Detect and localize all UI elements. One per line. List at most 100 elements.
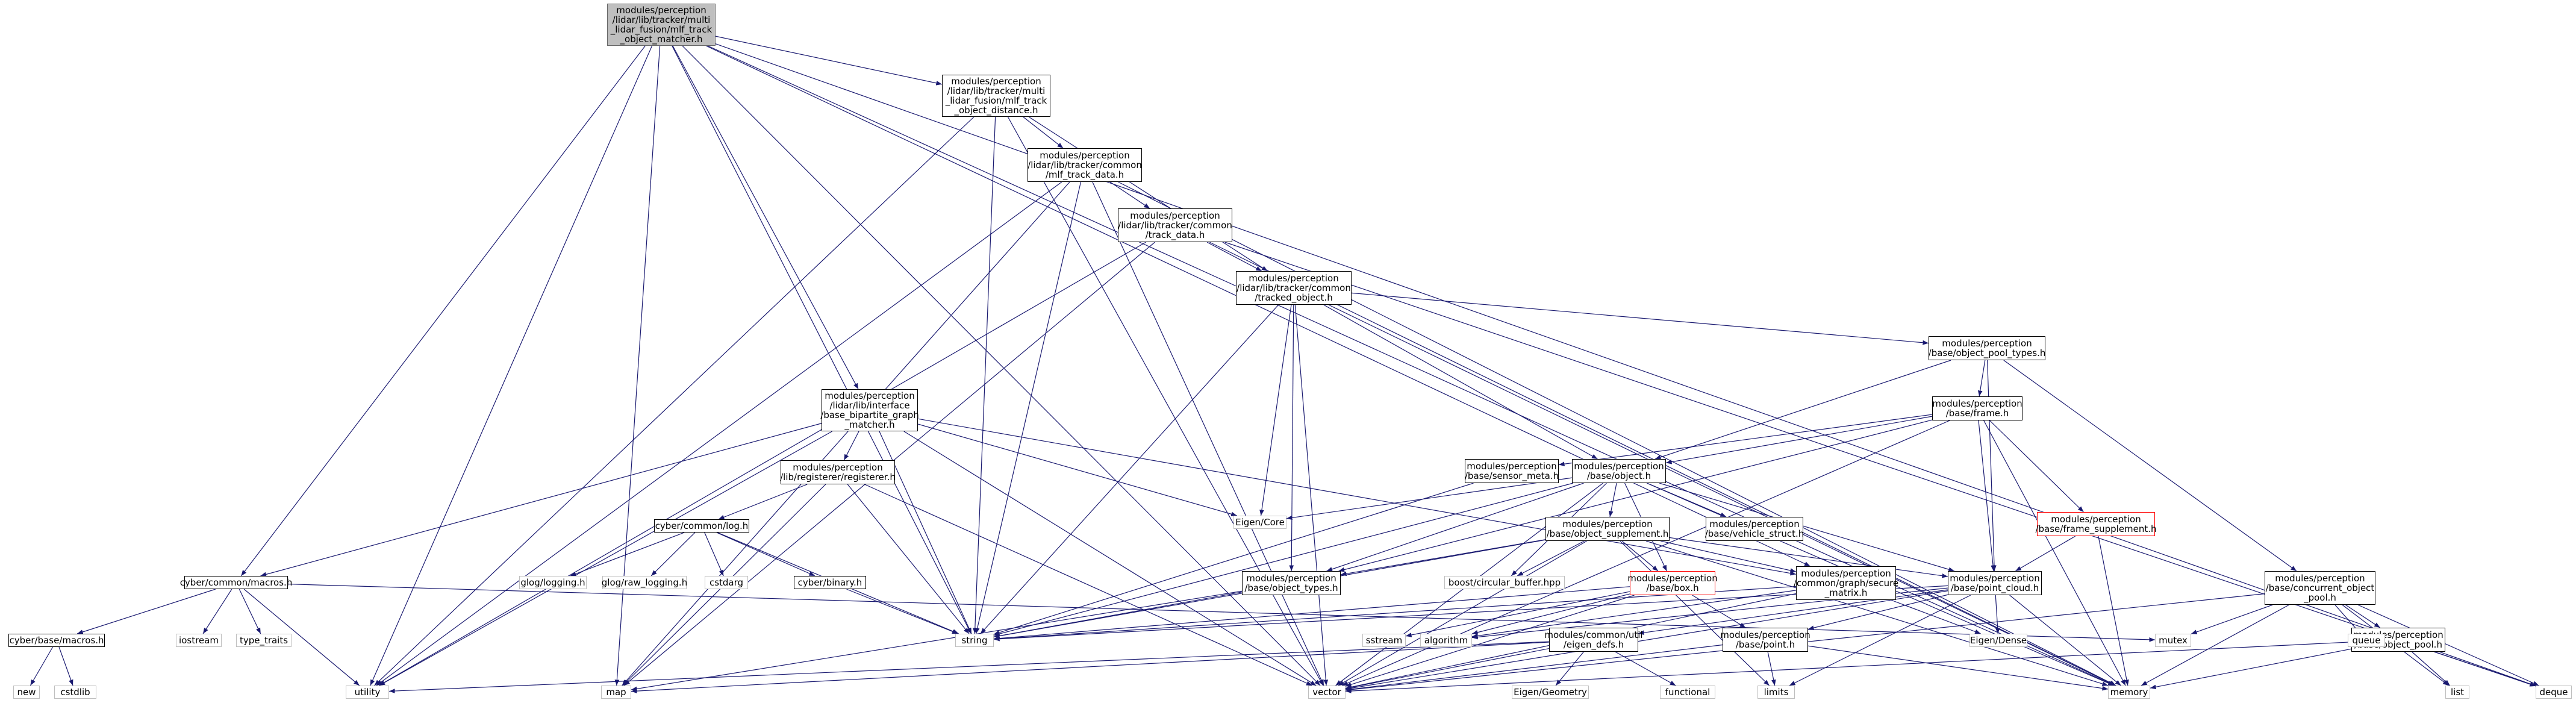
edge-registerer-to-log	[718, 484, 808, 520]
node-object[interactable]: modules/perception /base/object.h	[1572, 459, 1666, 483]
edge-sensormeta-to-string	[993, 483, 1474, 635]
edge-registerer-to-string	[847, 484, 970, 634]
node-typetraits: type_traits	[236, 634, 292, 647]
edge-cybermacros-to-mutex	[287, 583, 2156, 642]
node-vehicle[interactable]: modules/perception /base/vehicle_struct.…	[1705, 517, 1804, 541]
edge-trackdata-to-deque	[1224, 242, 2536, 687]
edge-objsupp-to-memory	[1645, 540, 2109, 686]
edge-framesupp-to-pointcloud	[2015, 536, 2076, 572]
edge-objsupp-to-box	[1621, 540, 1659, 572]
edge-distance-to-mlftrackdata	[1023, 116, 1064, 149]
edge-box-to-vector	[1345, 595, 1635, 687]
edge-distance-to-utility	[374, 116, 975, 686]
edge-eigendefs-to-utility	[388, 641, 1550, 693]
node-objsupp[interactable]: modules/perception /base/object_suppleme…	[1545, 517, 1670, 541]
edge-root-to-map	[614, 45, 661, 686]
node-eigengeometry: Eigen/Geometry	[1512, 686, 1589, 699]
edge-tracked-to-vector	[1294, 304, 1329, 686]
node-new: new	[13, 686, 40, 699]
node-rawlog: glog/raw_logging.h	[601, 576, 688, 589]
node-cstdarg: cstdarg	[705, 576, 748, 589]
node-deque: deque	[2536, 686, 2572, 699]
node-mlftrackdata[interactable]: modules/perception /lidar/lib/tracker/co…	[1028, 148, 1142, 182]
edge-pointcloud-to-string	[993, 585, 1948, 642]
node-log[interactable]: cyber/common/log.h	[654, 519, 749, 533]
edge-tracked-to-string	[980, 304, 1279, 634]
edge-concurrent-to-mutex	[2191, 604, 2273, 634]
node-registerer[interactable]: modules/perception /lib/registerer/regis…	[780, 460, 896, 484]
edge-log-to-binary	[716, 532, 816, 576]
node-basemacros[interactable]: cyber/base/macros.h	[8, 634, 105, 647]
edge-objsupp-to-objtypes	[1340, 539, 1546, 576]
edge-objsupp-to-pointcloud	[1669, 537, 1948, 578]
edge-log-to-rawlog	[650, 532, 696, 576]
node-cybermacros[interactable]: cyber/common/macros.h	[179, 576, 293, 589]
edge-box-to-sstream	[1405, 591, 1630, 637]
node-box[interactable]: modules/perception /base/box.h	[1627, 571, 1718, 595]
edge-frame-to-pointcloud	[1978, 420, 1995, 572]
edge-frame-to-objtypes	[1338, 419, 1933, 572]
edge-frame-to-memory	[1983, 420, 2126, 686]
edge-framesupp-to-memory	[2098, 536, 2129, 686]
edge-eigendefs-to-vector	[1345, 648, 1550, 690]
node-bipartite[interactable]: modules/perception /lidar/lib/interface …	[820, 389, 919, 431]
edge-pointcloud-to-eigendefs	[1638, 589, 1948, 636]
node-frame[interactable]: modules/perception /base/frame.h	[1932, 396, 2022, 420]
edge-pointcloud-to-vector	[1345, 590, 1948, 691]
edge-object-to-objsupp	[1609, 483, 1617, 517]
edge-tracked-to-objtypes	[1289, 304, 1294, 572]
edge-root-to-utility	[370, 45, 653, 686]
edge-root-to-memory	[707, 45, 2115, 686]
edge-binary-to-string	[846, 589, 958, 634]
node-poolTypes[interactable]: modules/perception /base/object_pool_typ…	[1929, 336, 2045, 360]
edge-poolTypes-to-concurrent	[2003, 360, 2297, 572]
edge-box-to-point	[1692, 595, 1746, 628]
edge-concurrent-to-objpool	[2345, 604, 2381, 628]
node-root[interactable]: modules/perception /lidar/lib/tracker/mu…	[607, 4, 716, 46]
node-queue: queue	[2348, 634, 2385, 647]
node-point[interactable]: modules/perception /base/point.h	[1720, 628, 1810, 652]
edge-point-to-limits	[1767, 651, 1776, 686]
node-map: map	[601, 686, 631, 699]
node-pointcloud[interactable]: modules/perception /base/point_cloud.h	[1948, 571, 2042, 595]
node-string: string	[955, 634, 994, 647]
node-sstream: sstream	[1362, 634, 1406, 647]
edge-secure-to-algorithm	[1471, 590, 1797, 639]
edge-pointcloud-to-eigendense	[1995, 595, 2000, 634]
node-tracked[interactable]: modules/perception /lidar/lib/tracker/co…	[1236, 271, 1352, 305]
edge-bipartite-to-registerer	[843, 431, 859, 461]
node-framesupp[interactable]: modules/perception /base/frame_supplemen…	[2035, 512, 2157, 536]
node-concurrent[interactable]: modules/perception /base/concurrent_obje…	[2265, 571, 2375, 605]
edge-poolTypes-to-pointcloud	[1987, 360, 1997, 572]
edge-objpool-to-list	[2412, 651, 2451, 686]
node-binary[interactable]: cyber/binary.h	[794, 576, 866, 589]
node-circbuf: boost/circular_buffer.hpp	[1444, 576, 1565, 589]
node-eigendefs[interactable]: modules/common/util /eigen_defs.h	[1544, 628, 1643, 652]
edge-root-to-secure	[706, 45, 1810, 567]
node-objtypes[interactable]: modules/perception /base/object_types.h	[1242, 571, 1341, 595]
node-trackdata[interactable]: modules/perception /lidar/lib/tracker/co…	[1118, 208, 1232, 242]
edge-distance-to-string	[972, 116, 996, 634]
edge-pointcloud-to-limits	[1789, 595, 1971, 686]
edge-objsupp-to-secure	[1660, 540, 1797, 573]
node-sensormeta[interactable]: modules/perception /base/sensor_meta.h	[1465, 459, 1559, 483]
edge-log-to-glog	[570, 532, 685, 576]
edge-frame-to-object	[1665, 416, 1933, 464]
node-memory: memory	[2108, 686, 2150, 699]
edge-objtypes-to-string	[993, 592, 1243, 639]
edge-object-to-pointcloud	[1659, 483, 1955, 572]
node-list: list	[2445, 686, 2469, 699]
edge-objpool-to-vector	[1345, 642, 2352, 693]
node-distance[interactable]: modules/perception /lidar/lib/tracker/mu…	[942, 75, 1050, 117]
node-glog: glog/logging.h	[519, 576, 587, 589]
edge-mlftrackdata-to-map	[622, 181, 1070, 686]
edge-poolTypes-to-frame	[1977, 360, 1986, 397]
edge-tracked-to-memory	[1328, 304, 2116, 686]
edge-box-to-string	[993, 586, 1630, 641]
edge-tracked-to-poolTypes	[1351, 292, 1929, 345]
edge-eigendefs-to-eigengeometry	[1555, 651, 1584, 686]
edge-bipartite-to-utility	[379, 431, 832, 686]
edge-mlftrackdata-to-trackdata	[1109, 181, 1150, 209]
node-secure[interactable]: modules/perception /common/graph/secure …	[1794, 566, 1898, 600]
